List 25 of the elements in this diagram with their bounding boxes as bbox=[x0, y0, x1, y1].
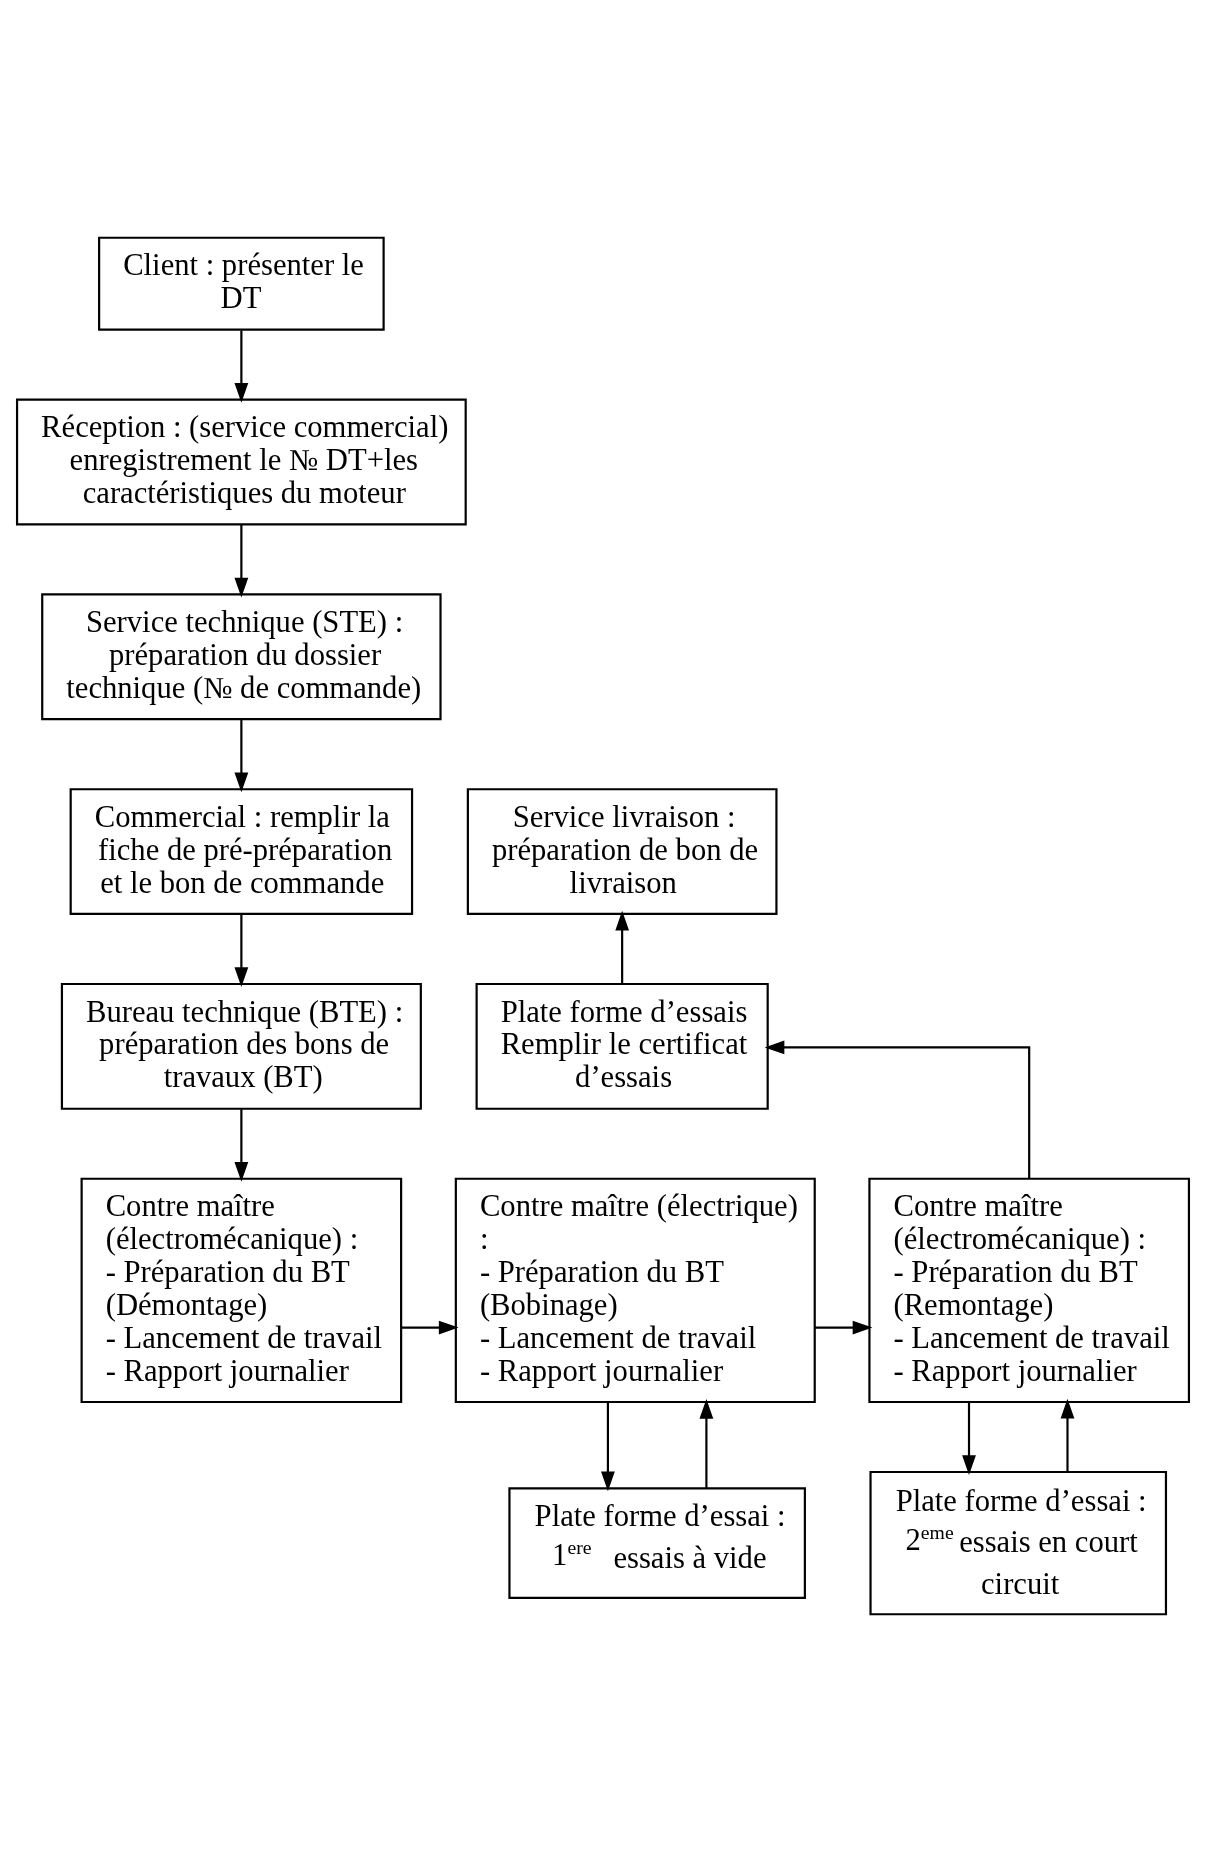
arrow bbox=[234, 524, 249, 598]
arrow bbox=[615, 910, 630, 984]
node-box: Bureau technique (BTE) : préparation des bons de travaux (BT) bbox=[60, 982, 422, 1110]
arrow bbox=[814, 1320, 873, 1335]
node-box: Commercial : remplir la fiche de pré-préparation et le bon de commande bbox=[69, 788, 414, 916]
node-box: Service livraison : préparation de bon de livraison bbox=[466, 788, 778, 916]
arrow bbox=[401, 1320, 459, 1335]
arrow bbox=[764, 1040, 1031, 1179]
arrow bbox=[601, 1402, 615, 1492]
node-box: Client : présenter le DT bbox=[98, 236, 385, 331]
node-box: Contre maître (électromécanique) : - Préparation du BT (Démontage) - Lancement de travail - Rapport journalier bbox=[80, 1177, 403, 1404]
arrow bbox=[234, 719, 249, 793]
arrow bbox=[234, 1109, 249, 1182]
arrow bbox=[699, 1398, 714, 1489]
node-box: Plate forme d’essai : 2$^{eme}$ essais en court circuit bbox=[869, 1470, 1168, 1616]
node-box: Contre maître (électromécanique) : - Préparation du BT (Remontage) - Lancement de travail - Rapport journalier bbox=[868, 1177, 1191, 1404]
arrow bbox=[1060, 1398, 1075, 1472]
arrow bbox=[962, 1402, 976, 1476]
node-box: Plate forme d’essai : 1$^{ere}$ essais à vide bbox=[508, 1487, 806, 1599]
node-box: Plate forme d’essais Remplir le certificat d’essais bbox=[475, 982, 769, 1110]
node-box: Contre maître (électrique) : - Préparation du BT (Bobinage) - Lancement de travail - Rapport journalier bbox=[454, 1177, 816, 1404]
arrow bbox=[234, 914, 249, 988]
arrow bbox=[234, 330, 249, 403]
node-box: Réception : (service commercial) enregistrement le № DT+les caractéristiques du moteur bbox=[15, 398, 467, 526]
node-box: Service technique (STE) : préparation du dossier technique (№ de commande) bbox=[41, 593, 442, 721]
